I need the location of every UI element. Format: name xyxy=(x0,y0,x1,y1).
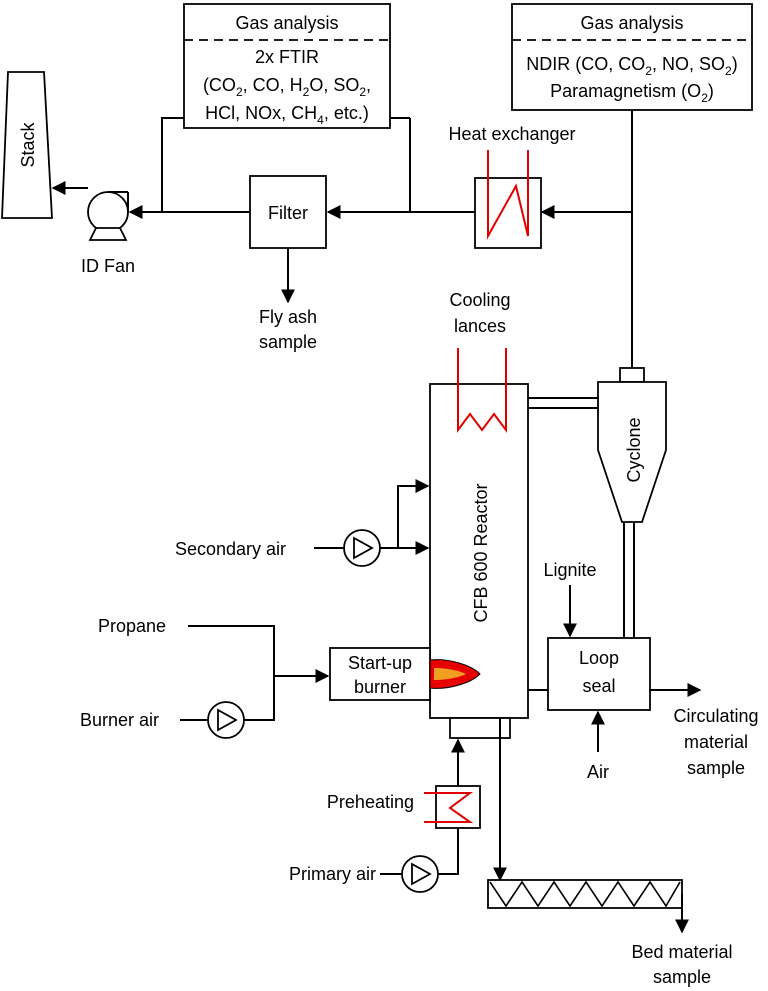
secondary-air-arrow-high xyxy=(397,479,430,548)
loop-seal-label-1: Loop xyxy=(579,648,619,668)
gas-analysis-left-title: Gas analysis xyxy=(235,13,338,33)
burner-air-pump xyxy=(207,701,245,739)
secondary-air-label: Secondary air xyxy=(175,539,286,559)
cyclone: Cyclone xyxy=(597,367,667,638)
reactor-label: CFB 600 Reactor xyxy=(471,483,491,622)
heat-exchanger-label: Heat exchanger xyxy=(448,124,575,144)
gas-analysis-right: Gas analysis NDIR (CO, CO2, NO, SO2) Par… xyxy=(511,3,753,111)
stack-label: Stack xyxy=(18,121,38,167)
ftir-species-1: (CO2, CO, H2O, SO2, xyxy=(203,75,371,99)
burner-label-2: burner xyxy=(354,677,406,697)
ftir-species-2: HCl, NOx, CH4, etc.) xyxy=(205,103,369,127)
lignite-label: Lignite xyxy=(543,560,596,580)
ndir-label: NDIR (CO, CO2, NO, SO2) xyxy=(526,54,737,78)
cfb-reactor: CFB 600 Reactor xyxy=(429,383,529,739)
cooling-lances-label-2: lances xyxy=(454,316,506,336)
bed-sample-label-1: Bed material xyxy=(631,942,732,962)
propane-line xyxy=(188,625,275,676)
heat-exchanger: Heat exchanger xyxy=(448,124,576,249)
circulating-label-1: Circulating xyxy=(673,706,758,726)
id-fan-label: ID Fan xyxy=(81,256,135,276)
screw-conveyor xyxy=(487,879,683,909)
ftir-label: 2x FTIR xyxy=(255,47,319,67)
paramagnetism-label: Paramagnetism (O2) xyxy=(550,81,714,105)
burner-flame xyxy=(429,659,481,689)
cooling-lances: Cooling lances xyxy=(449,290,511,433)
filter-label: Filter xyxy=(268,203,308,223)
gas-analysis-left: Gas analysis 2x FTIR (CO2, CO, H2O, SO2,… xyxy=(183,3,391,129)
bed-sample-label-2: sample xyxy=(653,967,711,987)
burner-label-1: Start-up xyxy=(348,653,412,673)
preheater xyxy=(424,785,481,829)
fly-ash-label-1: Fly ash xyxy=(259,307,317,327)
loop-seal: Loop seal xyxy=(547,637,651,711)
air-label: Air xyxy=(587,762,609,782)
preheating-label: Preheating xyxy=(327,792,414,812)
primary-air-pump xyxy=(401,855,439,893)
primary-air-label: Primary air xyxy=(289,864,376,884)
ftir-return-line xyxy=(161,117,184,212)
start-up-burner: Start-up burner xyxy=(329,647,431,701)
propane-label: Propane xyxy=(98,616,166,636)
filter: Filter xyxy=(249,175,327,249)
cooling-lances-label-1: Cooling xyxy=(449,290,510,310)
gas-analysis-right-title: Gas analysis xyxy=(580,13,683,33)
id-fan: ID Fan xyxy=(81,191,135,276)
secondary-air-pump xyxy=(343,529,381,567)
circulating-label-2: material xyxy=(684,732,748,752)
burner-air-label: Burner air xyxy=(80,710,159,730)
stack: Stack xyxy=(1,71,53,219)
fly-ash-label-2: sample xyxy=(259,332,317,352)
cyclone-label: Cyclone xyxy=(624,417,644,482)
circulating-label-3: sample xyxy=(687,758,745,778)
loop-seal-label-2: seal xyxy=(582,676,615,696)
